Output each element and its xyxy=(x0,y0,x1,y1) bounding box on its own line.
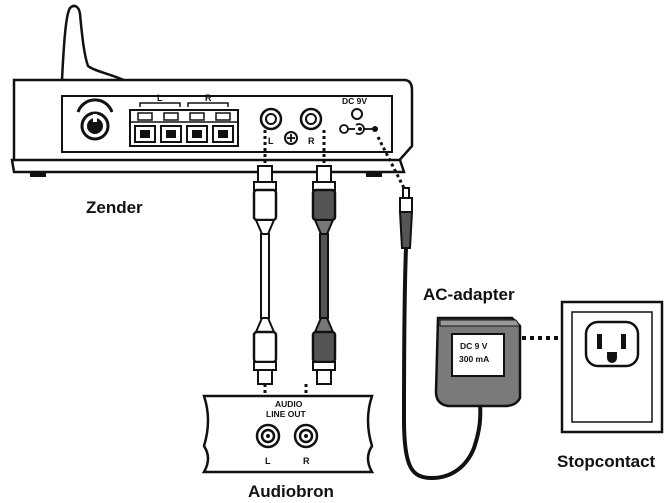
speaker-terminal[interactable] xyxy=(212,112,234,143)
terminal-left-label: L xyxy=(157,93,163,103)
audio-source-jack-left[interactable] xyxy=(255,423,281,449)
terminal-right-label: R xyxy=(205,93,212,103)
volume-knob[interactable] xyxy=(76,98,114,141)
audio-source-panel-line2: LINE OUT xyxy=(266,409,306,419)
transmitter-rca-jack-right[interactable] xyxy=(299,107,323,131)
outlet-label: Stopcontact xyxy=(557,452,656,471)
ac-adapter: DC 9 V 300 mA xyxy=(434,316,522,408)
audio-source-jack-right-label: R xyxy=(303,456,310,466)
audio-source-label: Audiobron xyxy=(248,482,334,501)
rca-cable-left xyxy=(252,165,278,385)
dc-input-label: DC 9V xyxy=(342,96,367,106)
adapter-spec-line2: 300 mA xyxy=(459,354,489,364)
audio-source-body xyxy=(201,394,375,474)
dc-plug xyxy=(398,187,414,249)
audio-source-jack-right[interactable] xyxy=(293,423,319,449)
adapter-spec-line1: DC 9 V xyxy=(460,341,488,351)
antenna-icon xyxy=(60,4,130,84)
speaker-terminal-block[interactable] xyxy=(129,109,239,147)
dc-polarity-icon xyxy=(339,123,378,135)
dc-input-jack[interactable] xyxy=(351,108,363,120)
adapter-cord xyxy=(401,247,483,481)
wall-outlet xyxy=(560,300,664,434)
outlet-socket[interactable] xyxy=(584,320,640,368)
speaker-terminal[interactable] xyxy=(134,112,156,143)
ground-screw-icon xyxy=(284,131,298,145)
audio-source-panel-line1: AUDIO xyxy=(275,399,303,409)
transmitter-base xyxy=(10,158,406,174)
adapter-label: AC-adapter xyxy=(423,285,515,304)
transmitter-jack-right-label: R xyxy=(308,136,315,146)
transmitter-unit: L R L R DC 9V xyxy=(10,4,414,177)
transmitter-jack-left-label: L xyxy=(268,136,274,146)
speaker-terminal[interactable] xyxy=(186,112,208,143)
transmitter-rca-jack-left[interactable] xyxy=(259,107,283,131)
audio-source-jack-left-label: L xyxy=(265,456,271,466)
audio-source-unit: AUDIO LINE OUT L R xyxy=(201,394,375,474)
speaker-terminal[interactable] xyxy=(160,112,182,143)
transmitter-label: Zender xyxy=(86,198,143,217)
rca-cable-right xyxy=(311,165,337,385)
